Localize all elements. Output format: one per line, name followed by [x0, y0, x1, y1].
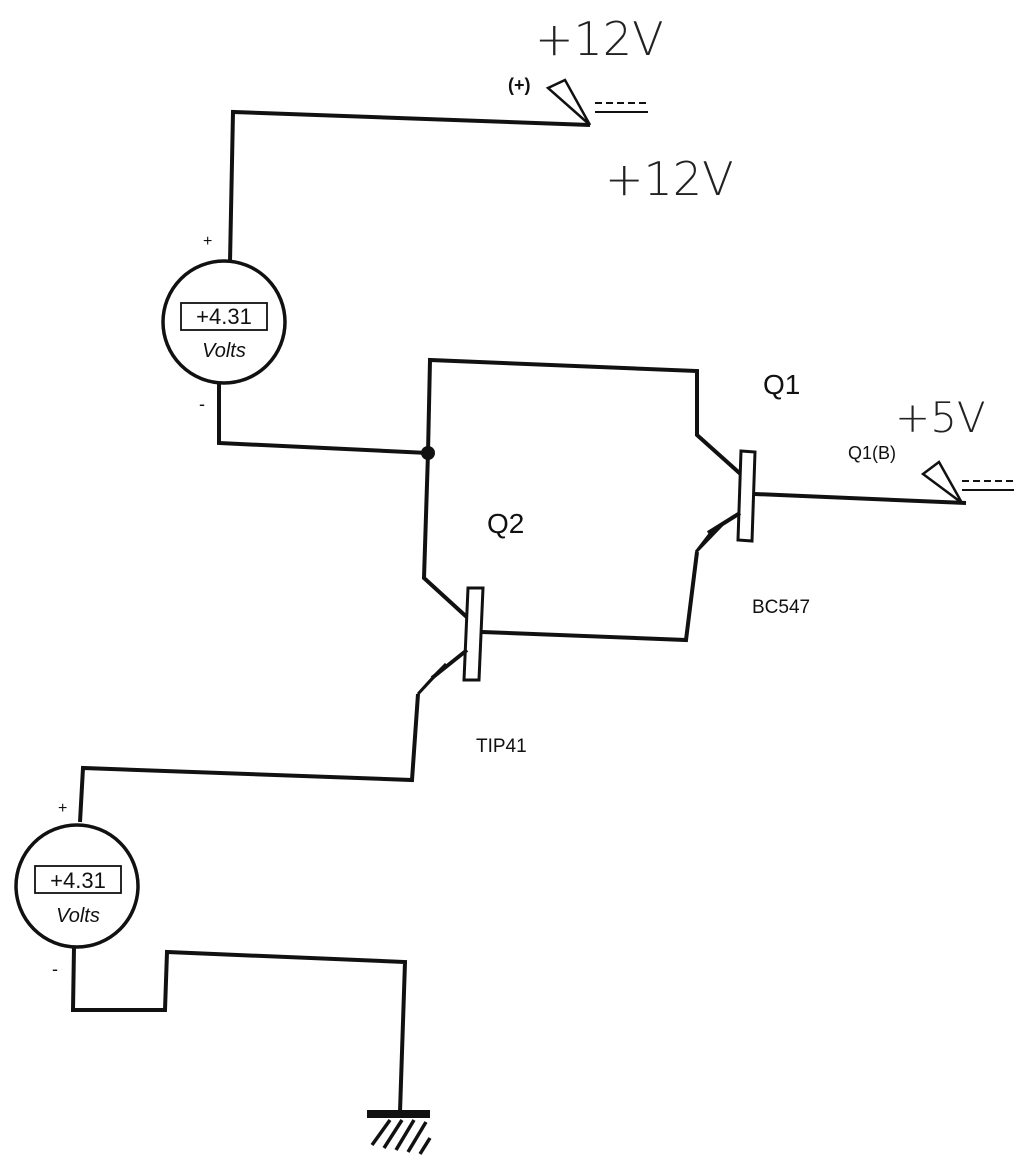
wire-q1-base-input — [754, 492, 967, 505]
q1-base-bar — [736, 449, 757, 543]
voltmeter-top: + +4.31 Volts - — [161, 233, 287, 414]
wire-supply-to-voltmeter-top — [228, 109, 591, 263]
ground-icon — [367, 1110, 432, 1155]
voltmeter-bottom-value: +4.31 — [50, 868, 106, 893]
voltmeter-bottom-display — [34, 865, 122, 894]
supply-q1-base-terminal-icon — [920, 460, 1014, 505]
supply-top-label: (+) — [508, 75, 531, 95]
handwritten-5v: +5V — [895, 393, 986, 442]
handwritten-12v-top: +12V — [535, 12, 664, 66]
wire-junction-to-q2-collector — [421, 452, 472, 622]
wire-voltmeter-top-to-junction — [217, 383, 429, 455]
transistor-q2: Q2 TIP41 — [416, 508, 527, 757]
voltmeter-top-unit: Volts — [202, 340, 246, 362]
handwritten-12v-middle: +12V — [605, 152, 734, 206]
transistor-q1: Q1 BC547 — [694, 369, 810, 618]
q2-base-bar — [462, 586, 485, 682]
voltmeter-bottom-minus: - — [52, 959, 58, 979]
q2-part-number: TIP41 — [476, 736, 527, 757]
supply-top-terminal-icon — [545, 78, 648, 126]
wire-q2-emitter-to-voltmeter-bottom — [78, 693, 420, 823]
q2-emitter-arrow-icon — [416, 662, 448, 696]
voltmeter-bottom-plus: + — [58, 800, 67, 817]
voltmeter-bottom-unit: Volts — [56, 905, 100, 927]
q1-emitter-arrow-icon — [694, 523, 724, 554]
supply-q1-base-label: Q1(B) — [848, 443, 896, 463]
wire-voltmeter-bottom-to-ground — [70, 946, 408, 1113]
voltmeter-top-value: +4.31 — [196, 304, 252, 329]
voltmeter-top-minus: - — [199, 394, 205, 414]
voltmeter-top-display — [180, 302, 268, 331]
voltmeter-top-plus: + — [203, 233, 212, 250]
q1-part-number: BC547 — [752, 597, 810, 618]
voltmeter-bottom: + +4.31 Volts - — [14, 800, 140, 979]
q2-designator: Q2 — [487, 508, 524, 539]
wire-junction-to-q1-collector — [426, 357, 747, 480]
wire-q1-emitter-to-q2-base — [481, 551, 699, 643]
q1-designator: Q1 — [763, 369, 800, 400]
